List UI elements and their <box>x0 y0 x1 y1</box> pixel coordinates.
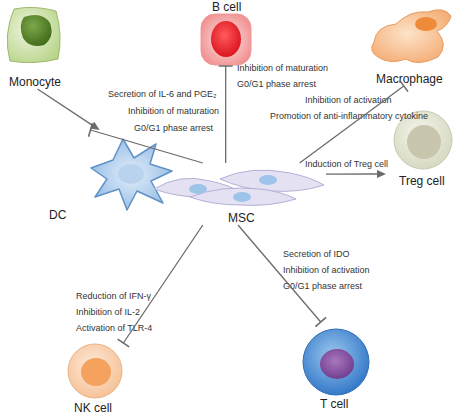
cell-nucleus <box>407 125 441 159</box>
cell-node: NK cell <box>60 343 132 415</box>
effect-label: Inhibition of activation <box>283 265 370 276</box>
inhibition-connector <box>219 66 233 163</box>
inhibition-bar <box>89 123 93 136</box>
cell-node: DC <box>45 130 175 222</box>
inhibition-bar <box>219 65 233 67</box>
effect-label: Secretion of IDO <box>283 249 350 260</box>
effect-label: Inhibition of maturation <box>128 106 219 117</box>
cell-name: NK cell <box>74 401 112 415</box>
connector-line <box>38 89 93 126</box>
cell-name: Treg cell <box>399 174 445 188</box>
cell-nucleus <box>118 164 144 184</box>
cell-name: Monocyte <box>9 75 61 89</box>
arrow-head <box>377 170 386 178</box>
activation-arrow <box>38 89 100 130</box>
cell-body <box>303 329 369 395</box>
cell-nucleus <box>81 358 111 386</box>
effect-label: G0/G1 phase arrest <box>237 79 316 90</box>
cell-nucleus <box>21 15 52 46</box>
msc-nucleus <box>233 192 251 202</box>
msc-nucleus <box>259 175 277 185</box>
cell-body <box>372 10 451 63</box>
inhibition-bar <box>400 80 408 91</box>
connector-line <box>326 173 378 174</box>
effect-label: G0/G1 phase arrest <box>134 123 213 134</box>
inhibition-bar <box>315 317 326 326</box>
cell-node: T cell <box>300 322 374 412</box>
cell-name: B cell <box>212 0 241 14</box>
effect-label: Activation of TLR-4 <box>76 323 152 334</box>
effect-label: Secretion of IL-6 and PGE₂ <box>108 89 217 100</box>
cell-body <box>68 344 122 398</box>
cell-body <box>7 7 60 62</box>
cell-node: Monocyte <box>0 5 75 89</box>
connector-line <box>225 66 226 163</box>
msc-nucleus <box>189 184 207 194</box>
effect-label: G0/G1 phase arrest <box>283 281 362 292</box>
inhibition-bar <box>118 339 130 347</box>
inhibition-connector <box>300 80 408 163</box>
cell-node: Treg cell <box>386 110 460 190</box>
inhibition-connector <box>238 225 326 327</box>
connector-line <box>238 225 321 322</box>
connector-line <box>300 86 404 163</box>
activation-arrow <box>326 170 386 178</box>
inhibition-connector <box>118 225 203 347</box>
effect-label: Inhibition of IL-2 <box>76 307 140 318</box>
cell-nucleus <box>320 349 354 379</box>
connector-line <box>123 225 202 343</box>
effect-label: Reduction of IFN-γ <box>76 291 151 302</box>
inhibition-connector <box>89 123 203 163</box>
effect-label: Inhibition of activation <box>305 95 392 106</box>
effect-label: Promotion of anti-inflammatory cytokine <box>270 111 428 122</box>
cell-node: B cell <box>196 0 256 66</box>
connector-line <box>91 130 203 163</box>
cell-name: T cell <box>320 397 348 411</box>
cell-body <box>91 139 172 210</box>
cell-nucleus <box>211 21 241 57</box>
cell-name: MSC <box>228 211 255 225</box>
cell-name: DC <box>49 208 66 222</box>
cell-node: Macrophage <box>366 0 456 86</box>
cell-node: MSC <box>150 163 326 225</box>
effect-label: Inhibition of maturation <box>237 63 328 74</box>
effect-label: Induction of Treg cell <box>305 159 388 170</box>
arrow-head <box>90 122 100 130</box>
cell-body <box>201 14 251 65</box>
cell-name: Macrophage <box>376 72 443 86</box>
cell-nucleus <box>415 17 437 31</box>
